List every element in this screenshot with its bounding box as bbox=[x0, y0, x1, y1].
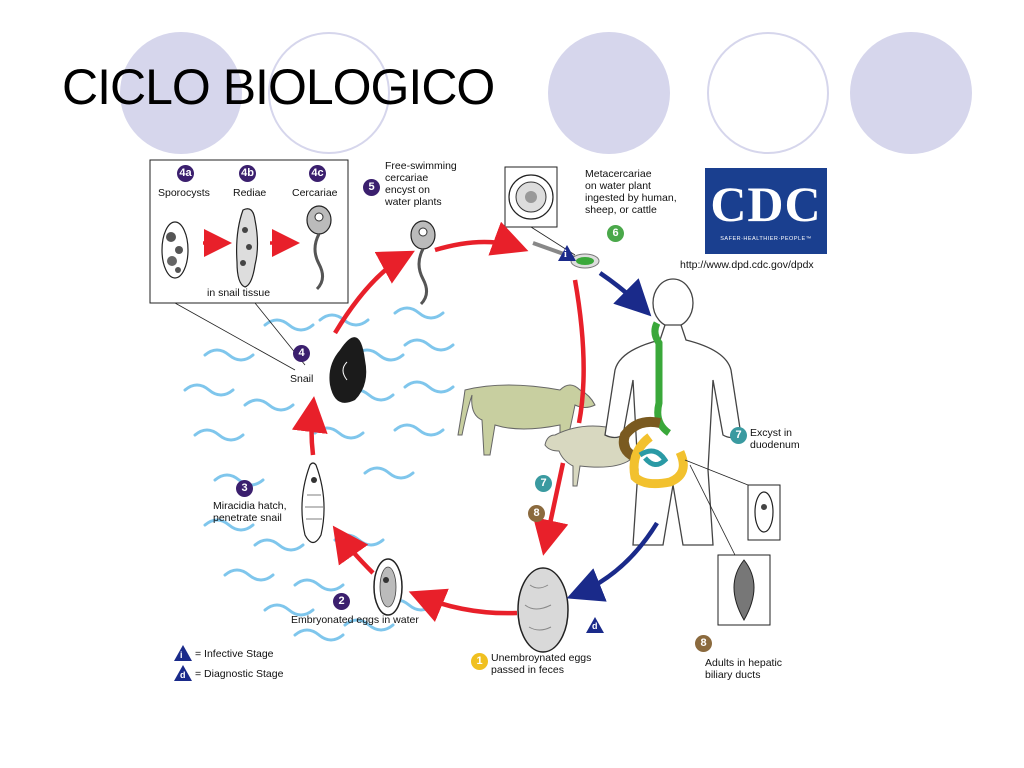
life-cycle-graphics bbox=[149, 159, 781, 681]
label-stage-7-line2: duodenum bbox=[750, 439, 800, 451]
infective-stage-marker bbox=[558, 245, 576, 261]
legend-diagnostic-triangle bbox=[174, 665, 192, 681]
adult-fluke-icon bbox=[717, 554, 771, 626]
label-sporocysts: Sporocysts bbox=[158, 187, 210, 199]
human-body-icon bbox=[604, 278, 742, 546]
cdc-logo: CDC SAFER·HEALTHIER·PEOPLE™ bbox=[705, 168, 827, 254]
badge-4a: 4a bbox=[177, 165, 194, 182]
metacercaria-icon bbox=[504, 166, 558, 228]
cdc-url-link[interactable]: http://www.dpd.cdc.gov/dpdx bbox=[680, 259, 814, 271]
badge-8-animal: 8 bbox=[528, 505, 545, 522]
label-stage-6-line2: on water plant bbox=[585, 180, 651, 192]
label-stage-5-line4: water plants bbox=[385, 196, 442, 208]
label-rediae: Rediae bbox=[233, 187, 267, 199]
cdc-tagline: SAFER·HEALTHIER·PEOPLE™ bbox=[720, 236, 812, 242]
deco-circle-5 bbox=[850, 32, 972, 154]
slide-title: CICLO BIOLOGICO bbox=[62, 59, 495, 115]
label-stage-5-line2: cercariae bbox=[385, 172, 429, 184]
sporocyst-icon bbox=[161, 221, 189, 279]
deco-circle-1 bbox=[120, 32, 242, 154]
redia-icon bbox=[236, 208, 259, 288]
badge-8-human: 8 bbox=[695, 635, 712, 652]
miracidium-icon bbox=[301, 462, 325, 544]
excysted-larva-icon bbox=[747, 484, 781, 541]
unembryonated-egg-icon bbox=[517, 567, 569, 653]
infective-marker-letter: i bbox=[564, 249, 567, 260]
legend-infective-triangle bbox=[174, 645, 192, 661]
cercaria-icon bbox=[306, 205, 332, 291]
label-stage-6-line3: ingested by human, bbox=[585, 192, 677, 204]
label-stage-6-line1: Metacercariae bbox=[585, 168, 652, 180]
badge-6: 6 bbox=[607, 225, 624, 242]
diagnostic-marker-letter: d bbox=[592, 621, 598, 631]
badge-7-human: 7 bbox=[730, 427, 747, 444]
label-stage-5-line3: encyst on bbox=[385, 184, 430, 196]
badge-4: 4 bbox=[293, 345, 310, 362]
diagnostic-stage-marker bbox=[586, 617, 604, 633]
label-stage-7-line1: Excyst in bbox=[750, 427, 793, 439]
label-stage-1-line2: passed in feces bbox=[491, 664, 564, 676]
legend-infective-symbol: i bbox=[180, 650, 183, 660]
badge-2: 2 bbox=[333, 593, 350, 610]
label-embryonated-eggs: Embryonated eggs in water bbox=[291, 614, 419, 626]
badge-1: 1 bbox=[471, 653, 488, 670]
deco-circle-2 bbox=[268, 32, 390, 154]
badge-3: 3 bbox=[236, 480, 253, 497]
cdc-logo-text: CDC bbox=[710, 176, 822, 232]
label-stage-6-line4: sheep, or cattle bbox=[585, 204, 657, 216]
deco-circle-4 bbox=[707, 32, 829, 154]
label-snail: Snail bbox=[290, 373, 314, 385]
label-stage-3-line2: penetrate snail bbox=[213, 512, 282, 524]
legend-diagnostic-symbol: d bbox=[180, 670, 186, 680]
deco-circle-3 bbox=[548, 32, 670, 154]
embryonated-egg-icon bbox=[373, 558, 403, 616]
badge-5: 5 bbox=[363, 179, 380, 196]
badge-4c: 4c bbox=[309, 165, 326, 182]
badge-4b: 4b bbox=[239, 165, 256, 182]
label-stage-1-line1: Unembroynated eggs bbox=[491, 652, 592, 664]
snail-icon bbox=[329, 337, 367, 403]
legend-infective-label: = Infective Stage bbox=[195, 648, 274, 660]
legend-diagnostic-label: = Diagnostic Stage bbox=[195, 668, 284, 680]
free-cercaria-icon bbox=[410, 220, 436, 306]
label-stage-8-line2: biliary ducts bbox=[705, 669, 761, 681]
label-cercariae: Cercariae bbox=[292, 187, 338, 199]
label-in-snail-tissue: in snail tissue bbox=[207, 287, 271, 299]
life-cycle-diagram: 4a Sporocysts 4b Rediae 4c Cercariae in … bbox=[145, 155, 845, 700]
label-stage-8-line1: Adults in hepatic bbox=[705, 657, 783, 669]
label-stage-5-line1: Free-swimming bbox=[385, 160, 457, 172]
badge-7-animal: 7 bbox=[535, 475, 552, 492]
label-stage-3-line1: Miracidia hatch, bbox=[213, 500, 287, 512]
